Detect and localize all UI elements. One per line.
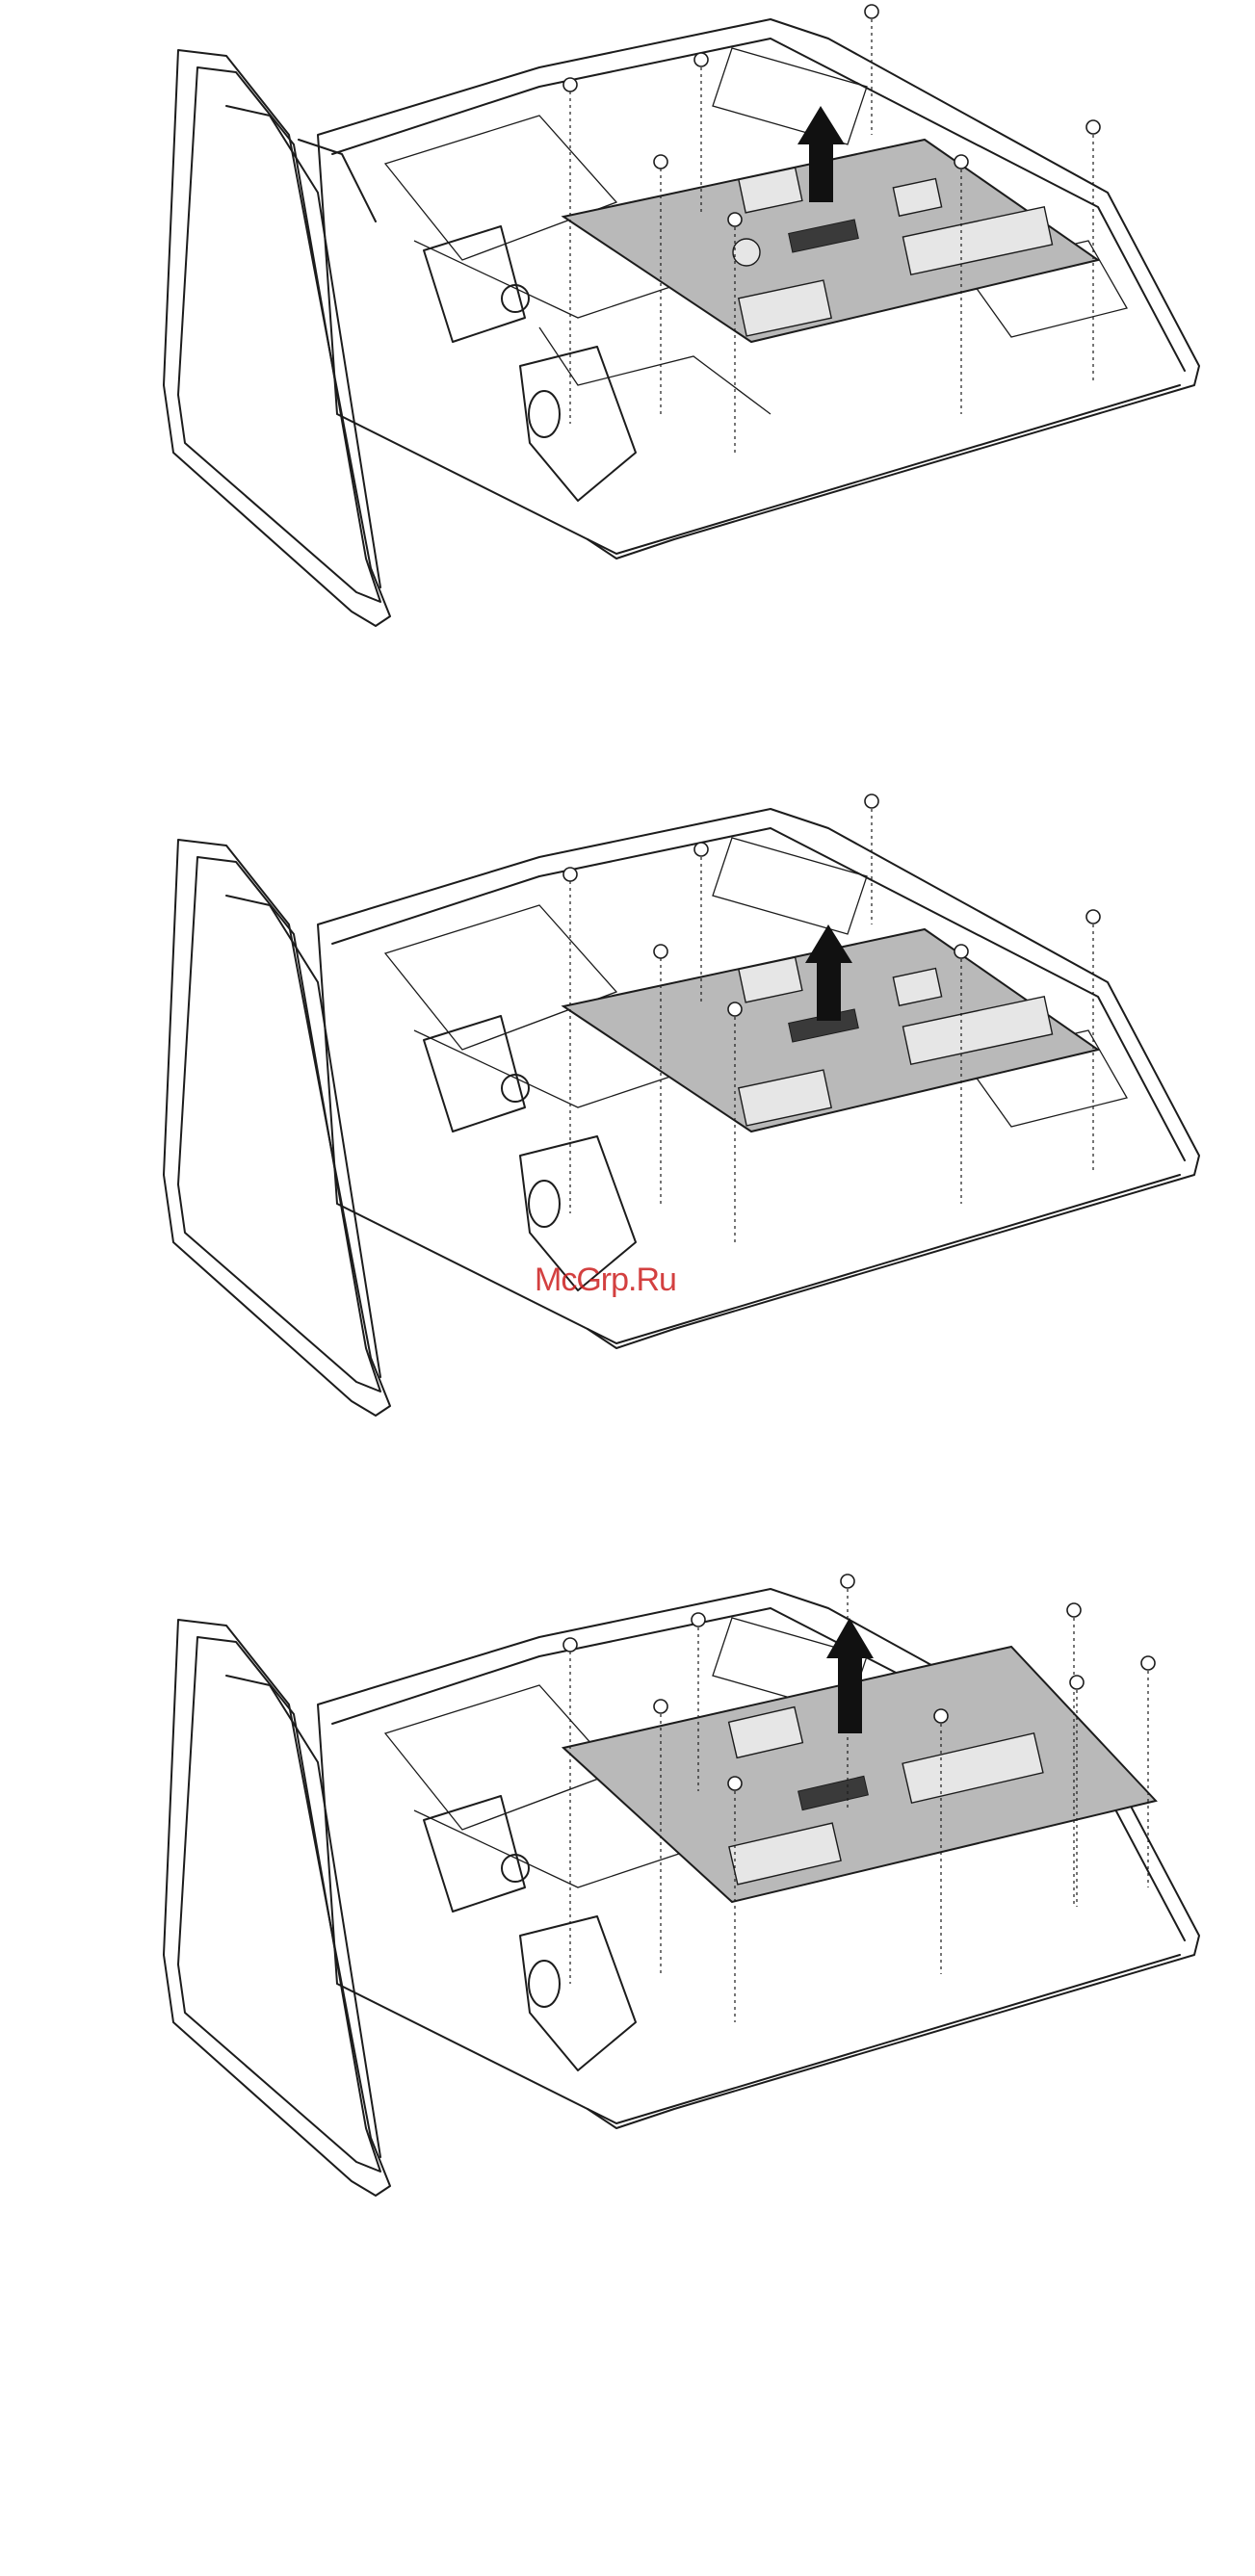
stand-frame <box>164 50 390 626</box>
step-1-illustration <box>0 0 1255 770</box>
step-2-drawing <box>0 790 1255 1560</box>
step-3-illustration <box>0 1570 1255 2340</box>
step-3-drawing <box>0 1570 1255 2340</box>
step-1-drawing <box>0 0 1255 770</box>
watermark-text: McGrp.Ru <box>535 1262 676 1299</box>
step-2-illustration <box>0 790 1255 1560</box>
